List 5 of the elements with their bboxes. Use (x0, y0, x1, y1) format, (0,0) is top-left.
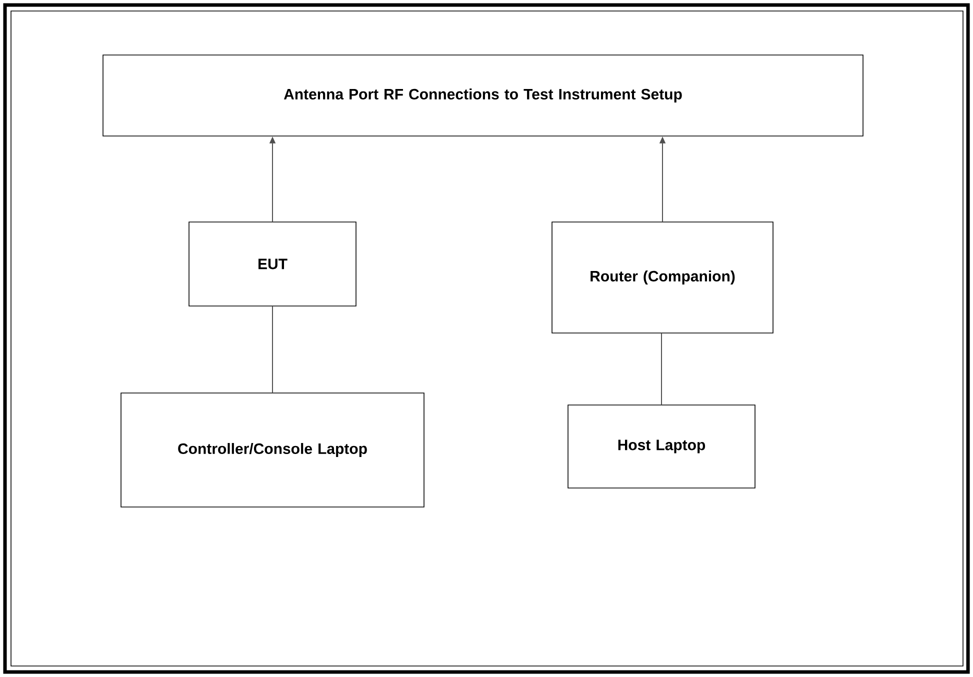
process-box: Antenna Port RF Connections to Test Instrument Setup (102, 54, 864, 136)
process-box: Router (Companion) (552, 222, 774, 334)
process-box: Controller/Console Laptop (120, 392, 424, 508)
process-box: EUT (188, 222, 356, 306)
process-box: Host Laptop (568, 404, 756, 488)
